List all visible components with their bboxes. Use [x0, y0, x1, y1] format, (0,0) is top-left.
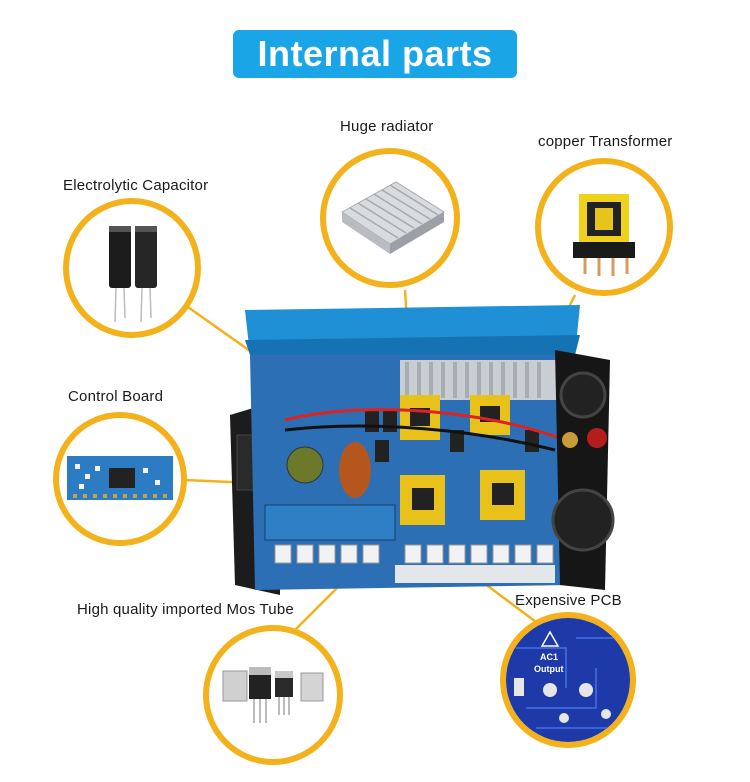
terminal-red [587, 428, 607, 448]
core-4 [492, 483, 514, 505]
fan-2 [559, 371, 607, 419]
page-title-text: Internal parts [257, 33, 493, 74]
capacitor-circle [63, 198, 201, 338]
pcb-image: AC1 Output [506, 618, 630, 742]
label-pcb: Expensive PCB [515, 592, 622, 609]
pcb-circle: AC1 Output [500, 612, 636, 748]
label-radiator: Huge radiator [340, 118, 434, 135]
pcb-text-output: Output [534, 664, 564, 674]
radiator-image [341, 181, 445, 254]
red-wire [284, 408, 566, 442]
radiator-circle [320, 148, 460, 288]
blue-cover-shade [245, 335, 580, 355]
fan [551, 488, 615, 552]
mos-row [274, 544, 554, 564]
terminal-black [562, 432, 578, 448]
black-wire [284, 424, 556, 452]
page-title: Internal parts [233, 30, 517, 78]
label-control-board: Control Board [68, 388, 164, 405]
control-board-strip [264, 504, 396, 541]
capacitor-image [109, 226, 157, 323]
mos-tube-image [222, 667, 324, 723]
label-capacitor: Electrolytic Capacitor [63, 177, 209, 194]
core-3 [412, 488, 434, 510]
bottom-plate [395, 565, 555, 583]
heatsink-fins [405, 362, 541, 398]
pcb-text-ac1: AC1 [540, 652, 558, 662]
label-mos-tube: High quality imported Mos Tube [77, 601, 294, 618]
toroid-coil [286, 446, 324, 484]
mos-tube-circle [203, 625, 343, 765]
label-transformer: copper Transformer [538, 133, 673, 150]
inductor-coil [339, 442, 371, 498]
inverter-device [230, 305, 615, 595]
transformer-circle [535, 158, 673, 296]
transformer-image [573, 194, 635, 276]
control-board-image [67, 456, 173, 500]
control-board-circle [53, 412, 187, 546]
